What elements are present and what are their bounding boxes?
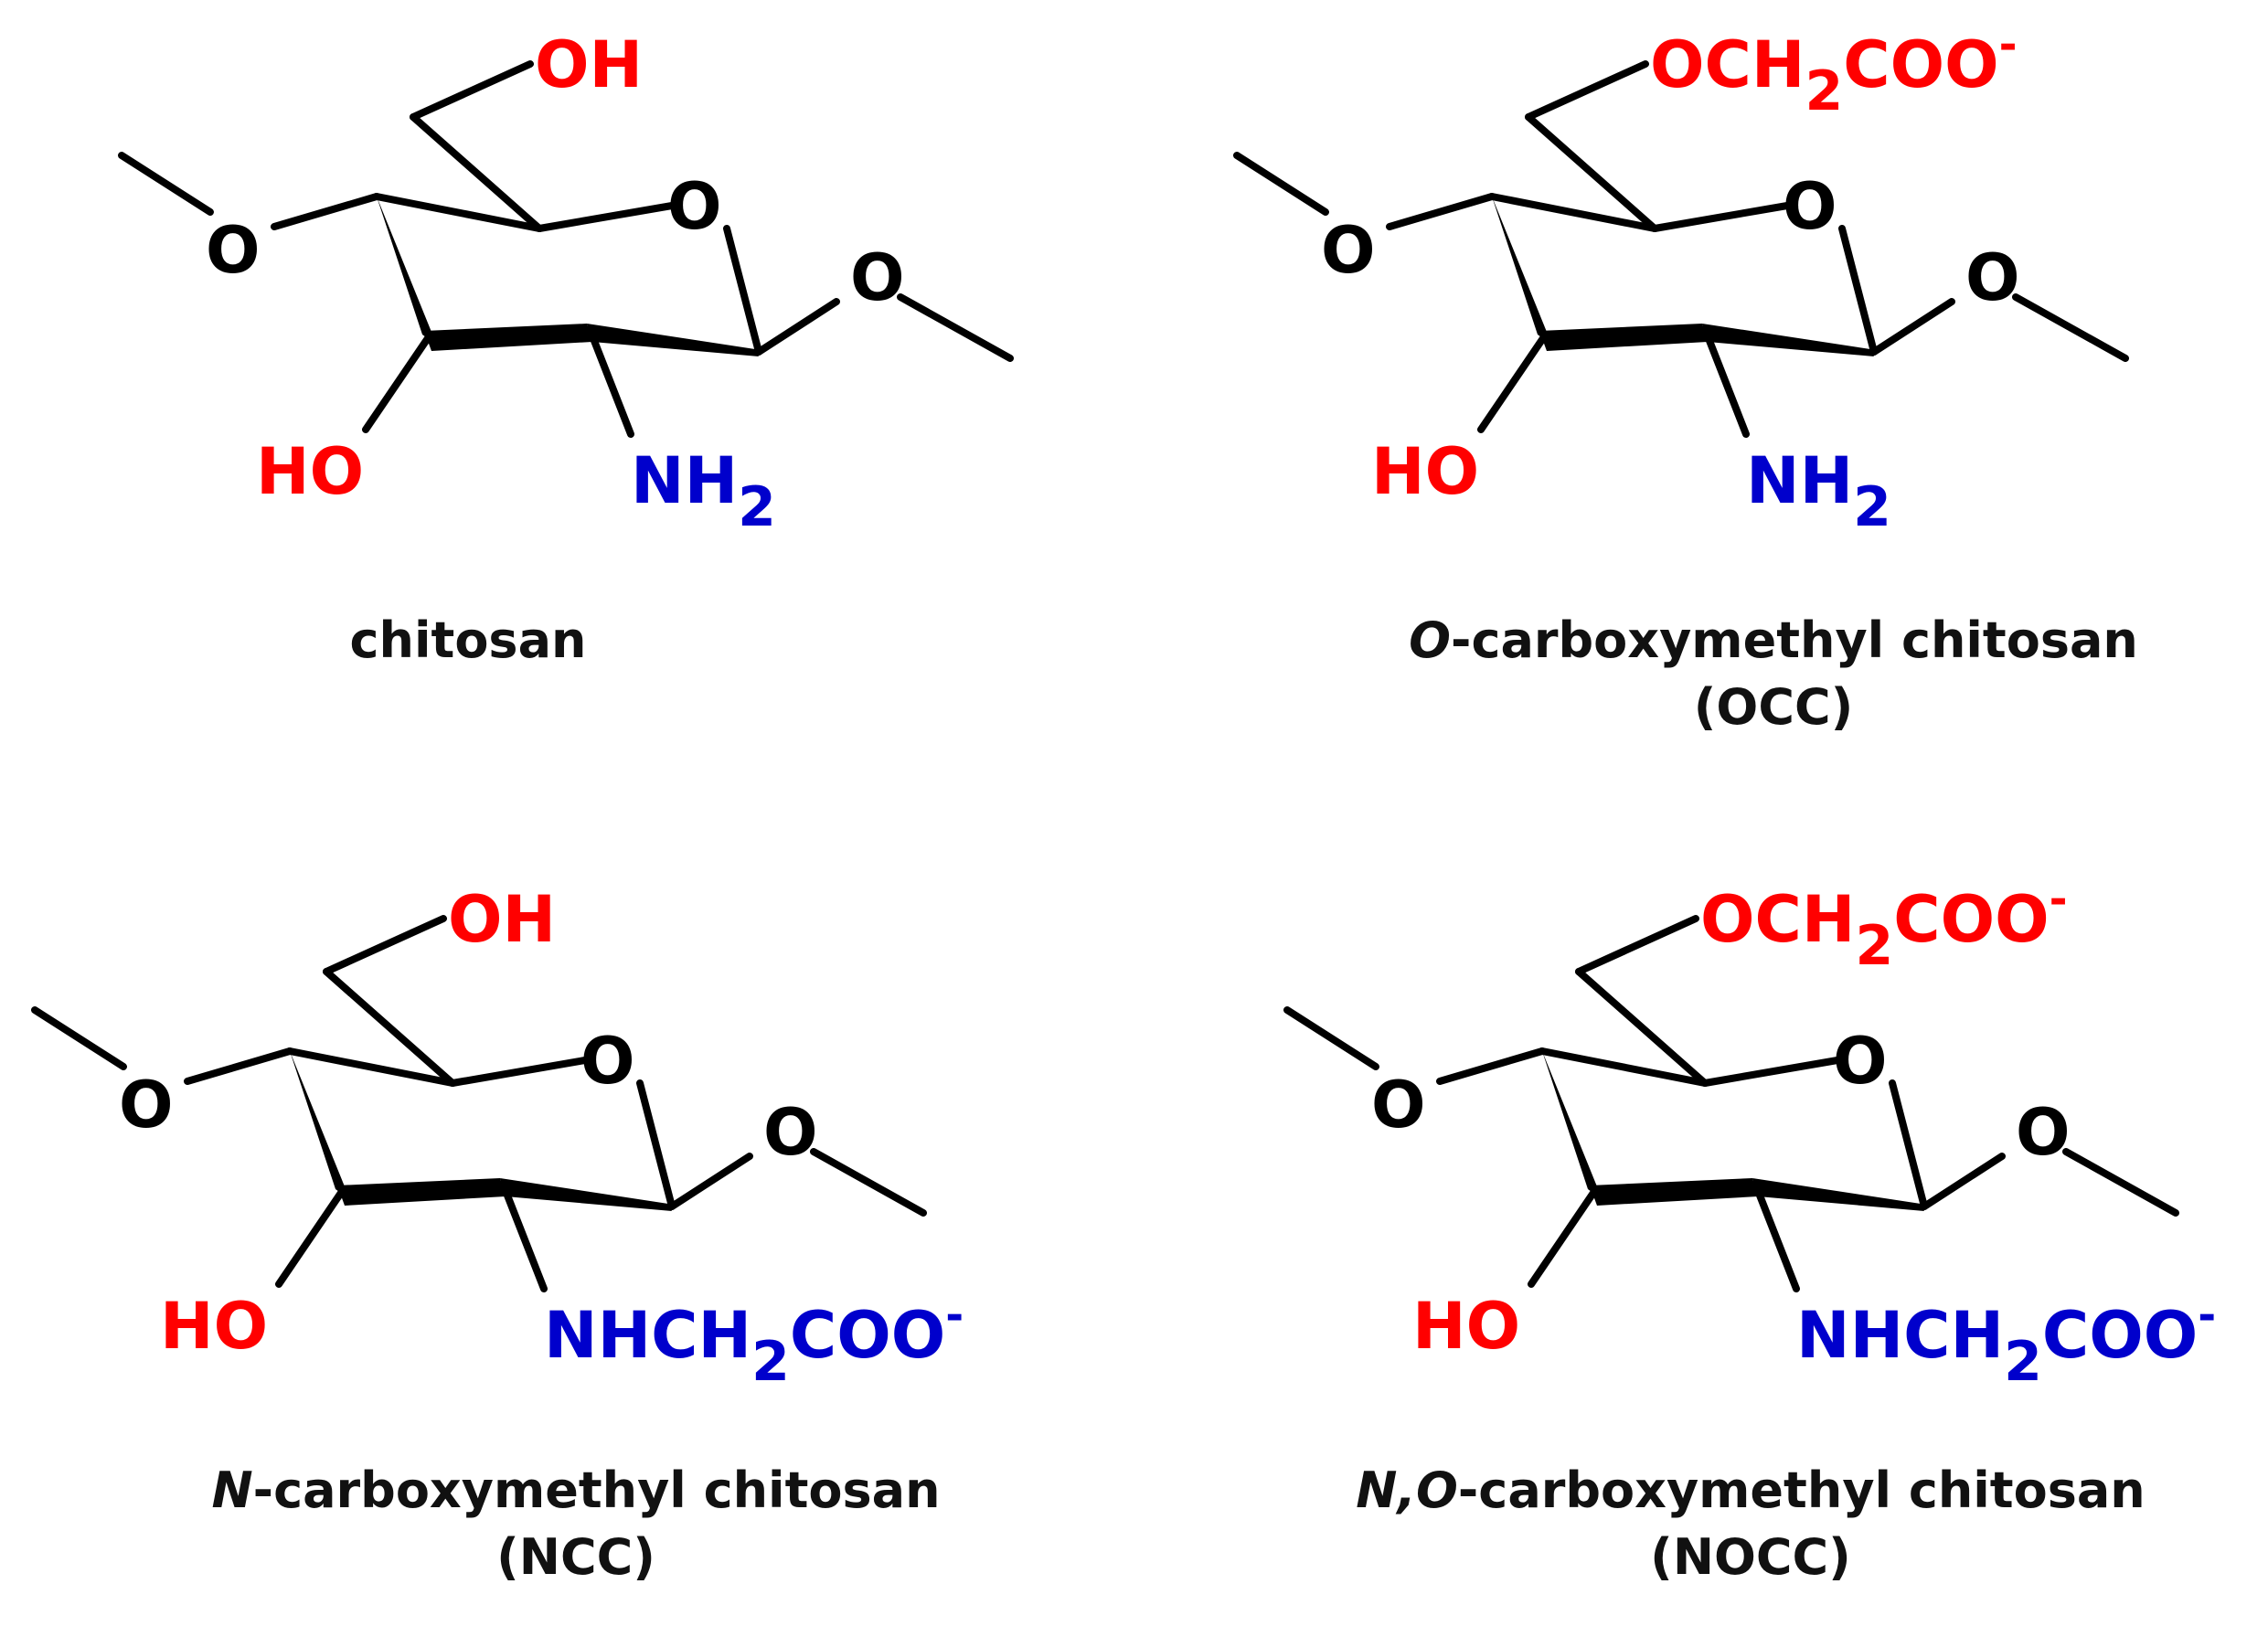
c6-substituent: OH <box>535 27 643 102</box>
caption-name: -carboxymethyl chitosan <box>1457 1462 2146 1519</box>
skeleton-nocc: O O O OCH2COO- HO NHCH2COO- <box>1283 874 2216 1394</box>
c6-substituent: OCH2COO- <box>1650 19 2018 123</box>
c3-hydroxyl: HO <box>160 1289 268 1364</box>
ring-oxygen: O <box>580 1024 635 1099</box>
glycosidic-o-right: O <box>763 1095 818 1170</box>
c3-hydroxyl: HO <box>256 434 364 509</box>
skeleton-ncc: O O O OH HO NHCH2COO- <box>31 882 964 1394</box>
skeleton-occ: O O O OCH2COO- HO NH2 <box>1233 19 2129 539</box>
skeleton-chitosan <box>118 60 1014 438</box>
caption-occ: O-carboxymethyl chitosan (OCC) <box>1307 608 2240 741</box>
glycosidic-o-right: O <box>2016 1095 2071 1170</box>
caption-prefix: O <box>1409 611 1452 669</box>
caption-ncc: N-carboxymethyl chitosan (NCC) <box>110 1458 1042 1591</box>
c2-amine: NHCH2COO- <box>544 1290 964 1394</box>
ring-oxygen: O <box>1833 1024 1888 1099</box>
glycosidic-o-right: O <box>850 240 905 315</box>
glycosidic-o-left: O <box>206 213 261 288</box>
caption-abbr: (NOCC) <box>1650 1527 1851 1586</box>
c2-amine: NHCH2COO- <box>1796 1290 2216 1394</box>
c6-substituent: OCH2COO- <box>1700 874 2068 978</box>
ring-oxygen: O <box>667 169 722 244</box>
c3-hydroxyl: HO <box>1412 1289 1520 1364</box>
ring-oxygen: O <box>1783 169 1837 244</box>
caption-abbr: (NCC) <box>496 1527 655 1586</box>
glycosidic-o-left: O <box>119 1068 174 1143</box>
caption-nocc: N,O-carboxymethyl chitosan (NOCC) <box>1280 1458 2221 1591</box>
caption-chitosan: chitosan <box>267 608 669 675</box>
caption-prefix: N <box>211 1462 253 1519</box>
caption-name: chitosan <box>349 611 587 669</box>
glycosidic-o-left: O <box>1371 1068 1426 1143</box>
caption-abbr: (OCC) <box>1693 677 1854 736</box>
glycosidic-o-left: O <box>1321 213 1376 288</box>
caption-name: -carboxymethyl chitosan <box>252 1462 941 1519</box>
c3-hydroxyl: HO <box>1371 434 1479 509</box>
caption-prefix: N,O <box>1356 1462 1458 1519</box>
c2-amine: NH2 <box>1746 443 1891 539</box>
glycosidic-o-right: O <box>1965 240 2020 315</box>
c2-amine: NH2 <box>631 443 776 539</box>
caption-name: -carboxymethyl chitosan <box>1451 611 2138 669</box>
c6-substituent: OH <box>448 882 556 957</box>
